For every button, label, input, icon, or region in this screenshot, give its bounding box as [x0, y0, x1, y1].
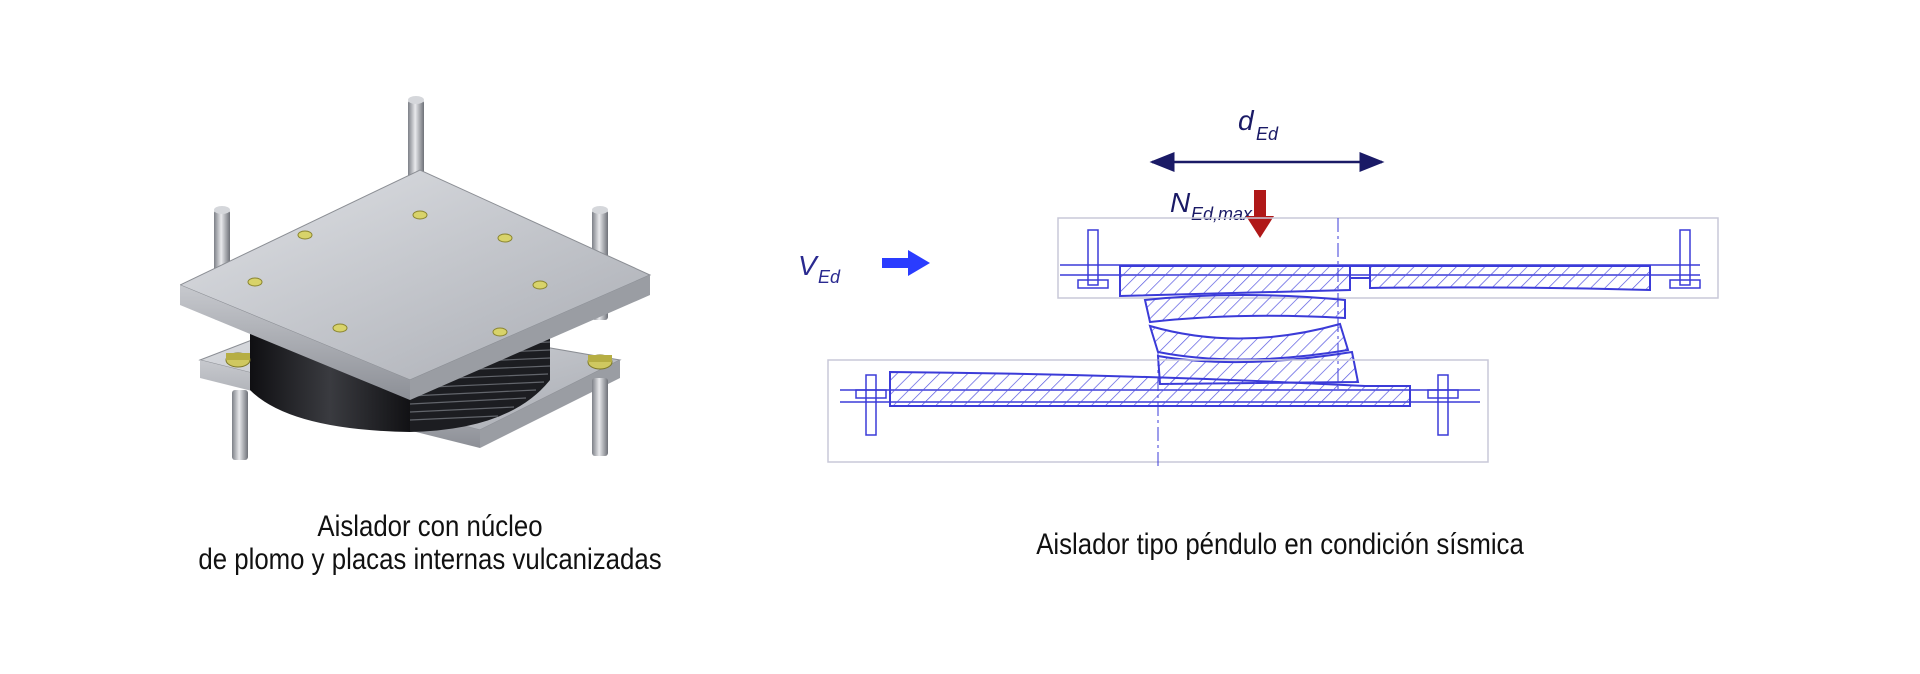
left-figure-caption: Aislador con núcleo de plomo y placas in… — [172, 510, 688, 576]
horizontal-force-arrow — [882, 250, 930, 276]
isolator-3d-drawing — [178, 96, 652, 460]
label-d-subscript: Ed — [1256, 124, 1279, 144]
label-d: d — [1238, 105, 1255, 136]
bolt-heads-bottom — [225, 352, 613, 370]
upper-housing — [1057, 217, 1719, 299]
label-n: N — [1170, 187, 1191, 218]
label-v-subscript: Ed — [818, 267, 841, 287]
left-caption-line-1: Aislador con núcleo — [317, 510, 543, 543]
vertical-load-arrow — [1246, 190, 1274, 238]
lead-rubber-isolator-illustration — [178, 60, 700, 530]
left-caption-line-2: de plomo y placas internas vulcanizadas — [198, 543, 662, 576]
bolt-front-left — [232, 390, 248, 460]
bolt-front-right — [592, 378, 608, 456]
label-v: V — [798, 250, 819, 281]
pendulum-isolator-drawing: d Ed N Ed,max V Ed — [770, 90, 1770, 510]
bolt-heads-top — [247, 210, 548, 337]
articulated-slider — [1143, 294, 1360, 386]
top-plate — [178, 169, 652, 400]
right-figure-caption: Aislador tipo péndulo en condición sísmi… — [1036, 528, 1524, 561]
pendulum-isolator-section: d Ed N Ed,max V Ed — [798, 105, 1719, 470]
label-n-subscript: Ed,max — [1191, 204, 1253, 224]
